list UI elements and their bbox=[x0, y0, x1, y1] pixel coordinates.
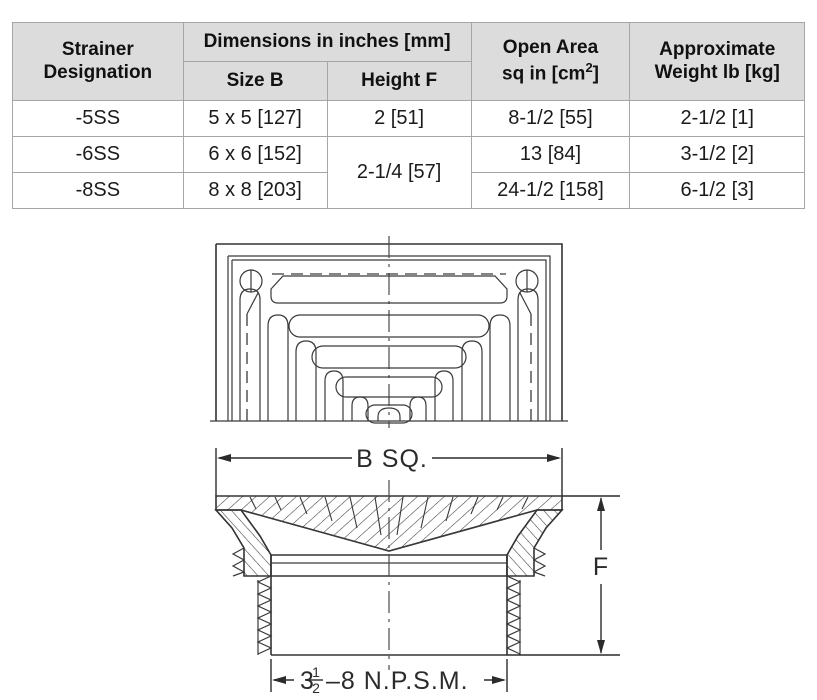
cell-weight: 6-1/2 [3] bbox=[629, 172, 805, 209]
dimension-height-f: F bbox=[507, 495, 620, 656]
cell-open-area: 8-1/2 [55] bbox=[470, 100, 631, 137]
plan-inner-rim-2 bbox=[231, 259, 547, 421]
table-row: -5SS 5 x 5 [127] 2 [51] 8-1/2 [55] 2-1/2… bbox=[12, 100, 805, 137]
dim-npsm-denominator: 2 bbox=[312, 680, 320, 696]
table-head: Strainer Designation Dimensions in inche… bbox=[12, 22, 805, 101]
thread-stub-right bbox=[532, 547, 547, 577]
strainer-spec-table: Strainer Designation Dimensions in inche… bbox=[12, 22, 805, 209]
section-shoulder-left bbox=[214, 509, 272, 577]
plan-slot-row2 bbox=[288, 314, 490, 338]
plan-outer-frame bbox=[215, 243, 563, 421]
dim-npsm-arrow-left bbox=[272, 676, 286, 684]
table-row: -8SS 8 x 8 [203] 24-1/2 [158] 6-1/2 [3] bbox=[12, 172, 805, 209]
header-row-2: Size B Height F bbox=[13, 61, 805, 101]
section-grate-ribs bbox=[249, 496, 529, 536]
plan-vslot-r2 bbox=[489, 314, 511, 421]
dimension-npsm: 3 1 2 –8 N.P.S.M. bbox=[270, 659, 508, 696]
plan-vslot-l1 bbox=[239, 288, 261, 421]
drawing-svg: B SQ. bbox=[210, 236, 620, 696]
screw-icon-right bbox=[515, 269, 539, 293]
header-height-f: Height F bbox=[326, 61, 472, 101]
cell-size-b: 6 x 6 [152] bbox=[182, 136, 328, 173]
technical-drawing: B SQ. bbox=[0, 218, 817, 700]
header-dimensions-group: Dimensions in inches [mm] bbox=[182, 22, 472, 62]
dim-b-arrow-left bbox=[217, 454, 231, 462]
cell-height-f-merged: 2-1/4 [57] bbox=[326, 136, 472, 209]
header-open-area-units-end: ] bbox=[592, 63, 599, 85]
table-body: -5SS 5 x 5 [127] 2 [51] 8-1/2 [55] 2-1/2… bbox=[12, 100, 805, 209]
section-shoulder-right bbox=[506, 509, 564, 577]
plan-vslot-r3 bbox=[461, 340, 483, 421]
header-size-b: Size B bbox=[182, 61, 328, 101]
cell-designation: -8SS bbox=[12, 172, 184, 209]
dim-f-arrow-top bbox=[597, 497, 605, 511]
plan-vslot-r1 bbox=[517, 288, 539, 421]
dim-f-label: F bbox=[593, 553, 609, 581]
plan-vslot-r1-lead bbox=[519, 292, 532, 315]
plan-slot-top bbox=[270, 275, 508, 304]
header-approximate-weight-line1: Approximate bbox=[659, 39, 776, 61]
cell-size-b: 8 x 8 [203] bbox=[182, 172, 328, 209]
thread-zigzag-left bbox=[256, 575, 273, 655]
table-row: -6SS 6 x 6 [152] 2-1/4 [57] 13 [84] 3-1/… bbox=[12, 136, 805, 209]
thread-stub-left bbox=[231, 547, 246, 577]
dim-npsm-rest: –8 N.P.S.M. bbox=[326, 667, 469, 695]
section-flange-inner-face bbox=[240, 509, 538, 552]
dim-b-arrow-right bbox=[547, 454, 561, 462]
header-approximate-weight: Approximate Weight lb [kg] bbox=[629, 22, 805, 101]
plan-inner-rim bbox=[227, 255, 551, 421]
header-row-1: Strainer Designation Dimensions in inche… bbox=[12, 22, 805, 101]
cell-designation: -6SS bbox=[12, 136, 184, 173]
plan-vslot-l2 bbox=[267, 314, 289, 421]
header-strainer-designation: Strainer Designation bbox=[12, 22, 184, 101]
plan-vslot-l1-lead bbox=[246, 292, 259, 315]
plan-vslot-l3 bbox=[295, 340, 317, 421]
header-open-area-line1: Open Area bbox=[502, 37, 599, 59]
plan-slot-row4 bbox=[335, 376, 443, 398]
cell-open-area: 24-1/2 [158] bbox=[470, 172, 631, 209]
thread-zigzag-right bbox=[505, 575, 522, 655]
plan-slot-row5 bbox=[365, 404, 413, 424]
dim-f-arrow-bottom bbox=[597, 640, 605, 654]
cell-weight: 3-1/2 [2] bbox=[629, 136, 805, 173]
plan-vslot-l5 bbox=[351, 396, 369, 421]
header-open-area-line2: sq in [cm2] bbox=[472, 60, 630, 86]
dim-npsm-whole: 3 bbox=[300, 667, 315, 695]
header-open-area: Open Area sq in [cm2] bbox=[470, 22, 631, 101]
dim-b-label: B SQ. bbox=[356, 445, 428, 473]
cell-designation: -5SS bbox=[12, 100, 184, 137]
cell-weight: 2-1/2 [1] bbox=[629, 100, 805, 137]
dim-npsm-numerator: 1 bbox=[312, 664, 320, 680]
header-strainer-designation-line1: Strainer bbox=[61, 39, 134, 61]
plan-slot-row3 bbox=[311, 345, 467, 369]
spec-table-container: Strainer Designation Dimensions in inche… bbox=[12, 22, 805, 209]
cell-open-area: 13 [84] bbox=[470, 136, 631, 173]
plan-vslot-r5 bbox=[409, 396, 427, 421]
plan-vslot-r4 bbox=[434, 370, 454, 421]
plan-view bbox=[210, 236, 568, 428]
cell-size-b: 5 x 5 [127] bbox=[182, 100, 328, 137]
cell-height-f: 2 [51] bbox=[326, 100, 472, 137]
header-strainer-designation-line2: Designation bbox=[43, 61, 153, 83]
header-approximate-weight-line2: Weight lb [kg] bbox=[654, 61, 780, 83]
plan-vslot-center bbox=[377, 407, 401, 421]
plan-vslot-l4 bbox=[324, 370, 344, 421]
header-open-area-units: sq in [cm bbox=[502, 63, 586, 85]
header-open-area-superscript: 2 bbox=[585, 59, 593, 75]
dim-npsm-arrow-right bbox=[492, 676, 506, 684]
screw-icon-left bbox=[239, 269, 263, 293]
dimension-b-square: B SQ. bbox=[215, 445, 563, 496]
section-view bbox=[214, 480, 564, 670]
